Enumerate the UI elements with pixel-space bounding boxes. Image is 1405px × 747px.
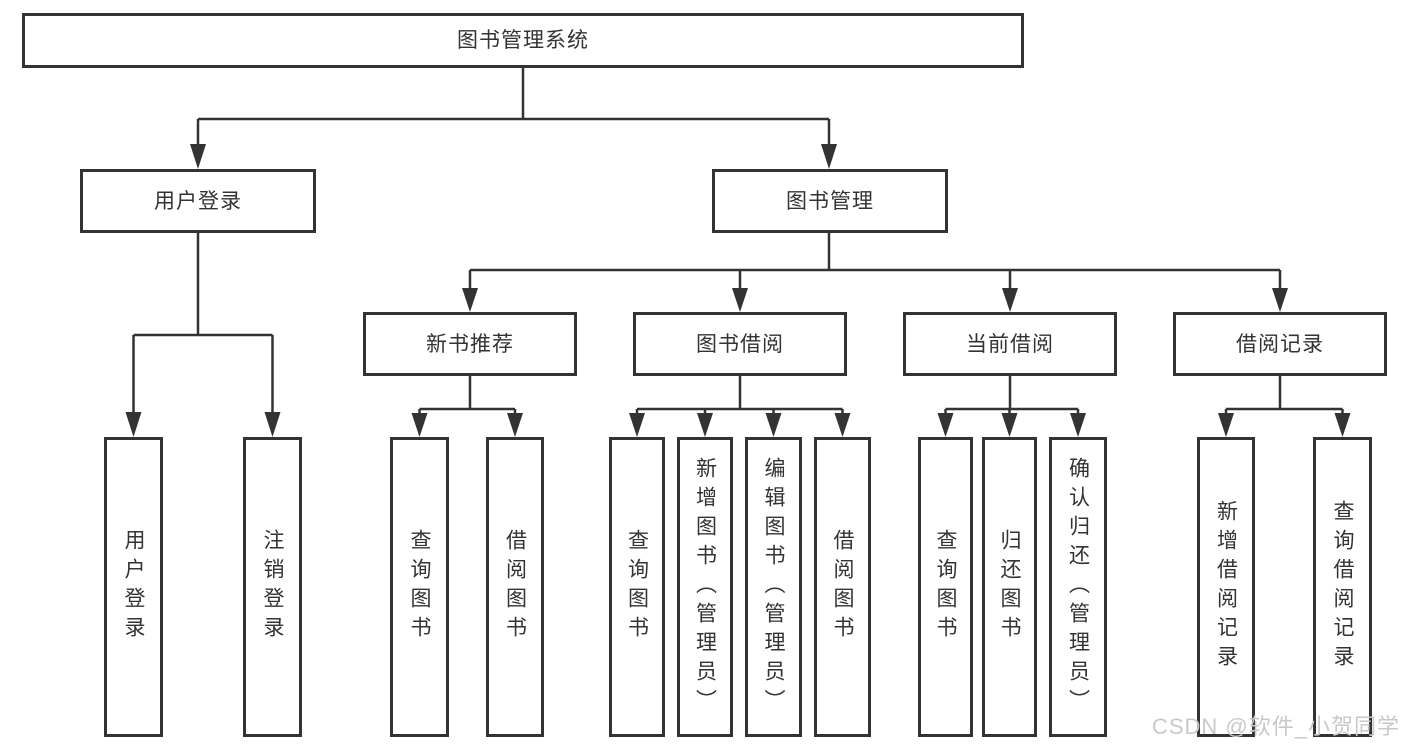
node-user-login-leaf: 用户登录 bbox=[104, 437, 163, 737]
node-confirm-return-admin: 确认归还（管理员） bbox=[1049, 437, 1107, 737]
node-borrow-books-recommend: 借阅图书 bbox=[486, 437, 544, 737]
node-add-books-admin: 新增图书（管理员） bbox=[677, 437, 733, 737]
node-query-books-recommend: 查询图书 bbox=[390, 437, 449, 737]
node-query-books-borrowing: 查询图书 bbox=[609, 437, 665, 737]
node-query-books-current: 查询图书 bbox=[918, 437, 973, 737]
node-borrowing-records: 借阅记录 bbox=[1173, 312, 1387, 376]
node-query-borrow-record: 查询借阅记录 bbox=[1313, 437, 1372, 737]
node-user-login: 用户登录 bbox=[80, 169, 316, 233]
node-book-borrowing: 图书借阅 bbox=[633, 312, 847, 376]
node-library-system: 图书管理系统 bbox=[22, 13, 1024, 68]
node-logout-leaf: 注销登录 bbox=[243, 437, 302, 737]
node-borrow-books-leaf: 借阅图书 bbox=[814, 437, 871, 737]
node-edit-books-admin: 编辑图书（管理员） bbox=[745, 437, 802, 737]
node-add-borrow-record: 新增借阅记录 bbox=[1197, 437, 1255, 737]
node-book-management: 图书管理 bbox=[712, 169, 948, 233]
node-current-borrowing: 当前借阅 bbox=[903, 312, 1117, 376]
node-return-books: 归还图书 bbox=[982, 437, 1037, 737]
node-new-book-recommendation: 新书推荐 bbox=[363, 312, 577, 376]
watermark: CSDN @软件_小贺同学 bbox=[1151, 714, 1400, 739]
